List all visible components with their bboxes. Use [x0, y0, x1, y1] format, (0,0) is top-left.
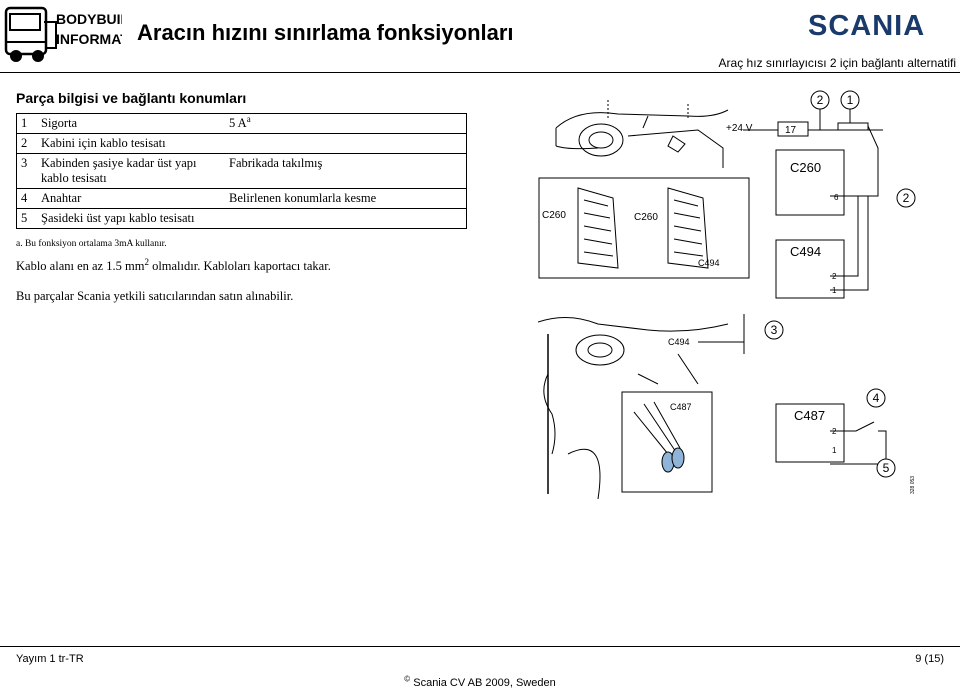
row-number: 5: [16, 208, 37, 229]
pin-2-bottom: 2: [832, 427, 837, 436]
voltage-label: +24 V: [726, 123, 753, 134]
callout-2-right: [896, 188, 916, 208]
scania-logo: SCANIA: [808, 10, 925, 40]
footer-divider: [0, 646, 960, 647]
logo-line2: INFORMATION: [56, 31, 122, 47]
header-divider: [0, 72, 960, 73]
page-title: Aracın hızını sınırlama fonksiyonları: [137, 20, 514, 45]
footer-page-number: 9 (15): [915, 653, 944, 665]
row-number: 4: [16, 188, 37, 209]
pin-1: 1: [832, 286, 837, 295]
part-info-text: 5 A: [229, 116, 247, 130]
callout-2-text: 2: [817, 93, 824, 107]
illustration-frame: [538, 177, 750, 279]
callout-3: [764, 320, 784, 340]
part-info: Belirlenen konumlarla kesme: [225, 188, 467, 209]
c487-box-label: C487: [794, 408, 825, 423]
schematic-bottom: [698, 314, 887, 465]
wiring-diagram-bottom: C494 3 C487 C487 2 1 4 5 328 053: [538, 314, 916, 499]
c494-box-label: C494: [790, 244, 821, 259]
cable-note-text: Kablo alanı en az 1.5 mm: [16, 259, 145, 273]
wiring-diagram-top: C260 C260 C494 2 1 2 +24 V 17 C260 6 C49…: [538, 90, 916, 299]
cab-illustration: [538, 317, 729, 499]
c260-right-label: C260: [634, 212, 658, 223]
table-row: 5 Şasideki üst yapı kablo tesisatı: [16, 208, 467, 229]
copyright-text: Scania CV AB 2009, Sweden: [413, 677, 556, 689]
part-name: Şasideki üst yapı kablo tesisatı: [37, 208, 225, 229]
part-info: [225, 208, 467, 229]
row-number: 3: [16, 153, 37, 189]
bodybuilding-information-logo: BODYBUILDING INFORMATION: [4, 6, 122, 62]
callout-2-right-text: 2: [903, 191, 910, 205]
callout-4-text: 4: [873, 391, 880, 405]
table-footnote: a. Bu fonksiyon ortalama 3mA kullanır.: [16, 239, 167, 249]
section-heading: Parça bilgisi ve bağlantı konumları: [16, 90, 247, 106]
footnote-marker: a: [246, 113, 251, 124]
supplier-note: Bu parçalar Scania yetkili satıcılarında…: [16, 289, 294, 303]
cable-note-text-end: olmalıdır. Kabloları kaportacı takar.: [148, 259, 331, 273]
c494-bottom-label: C494: [668, 337, 690, 347]
fuse-number: 17: [785, 125, 797, 136]
figure-id: 328 053: [910, 476, 916, 494]
callout-5: [876, 458, 896, 478]
cable-note: Kablo alanı en az 1.5 mm2 olmalıdır. Kab…: [16, 256, 331, 274]
c494-label: C494: [698, 258, 720, 268]
table-row: 3 Kabinden şasiye kadar üst yapı kablo t…: [16, 153, 467, 189]
pin-6: 6: [834, 193, 839, 202]
pin-2: 2: [832, 272, 837, 281]
footer-copyright: © Scania CV AB 2009, Sweden: [0, 674, 960, 689]
table-row: 4 Anahtar Belirlenen konumlarla kesme: [16, 188, 467, 209]
callout-1-text: 1: [847, 93, 854, 107]
callout-1: [840, 90, 860, 110]
callout-5-text: 5: [883, 461, 890, 475]
c260-left-label: C260: [542, 210, 566, 221]
connector-highlight: [661, 447, 685, 473]
logo-line1: BODYBUILDING: [56, 11, 122, 27]
schematic: [743, 108, 883, 299]
c260-bracket-left: [577, 187, 619, 269]
page-subtitle: Araç hız sınırlayıcısı 2 için bağlantı a…: [718, 56, 956, 70]
c260-box-label: C260: [790, 160, 821, 175]
part-name: Kabinden şasiye kadar üst yapı kablo tes…: [37, 153, 225, 189]
callout-4: [866, 388, 886, 408]
row-number: 2: [16, 133, 37, 154]
part-info: 5 Aa: [225, 113, 467, 134]
part-name: Kabini için kablo tesisatı: [37, 133, 225, 154]
brand-name: SCANIA: [808, 10, 925, 40]
table-row: 2 Kabini için kablo tesisatı: [16, 133, 467, 154]
footer-edition: Yayım 1 tr-TR: [16, 653, 84, 665]
c260-bracket-right: [667, 187, 709, 269]
callout-2: [810, 90, 830, 110]
pin-1-bottom: 1: [832, 446, 837, 455]
squared-marker: 2: [144, 256, 149, 267]
row-number: 1: [16, 113, 37, 134]
callout-3-text: 3: [771, 323, 778, 337]
parts-table: 1 Sigorta 5 Aa 2 Kabini için kablo tesis…: [16, 113, 467, 229]
copyright-symbol: ©: [404, 674, 411, 684]
part-name: Anahtar: [37, 188, 225, 209]
c487-label: C487: [670, 402, 692, 412]
table-row: 1 Sigorta 5 Aa: [16, 113, 467, 134]
part-info: [225, 133, 467, 154]
dashboard-illustration: [555, 100, 729, 168]
part-name: Sigorta: [37, 113, 225, 134]
part-info: Fabrikada takılmış: [225, 153, 467, 189]
